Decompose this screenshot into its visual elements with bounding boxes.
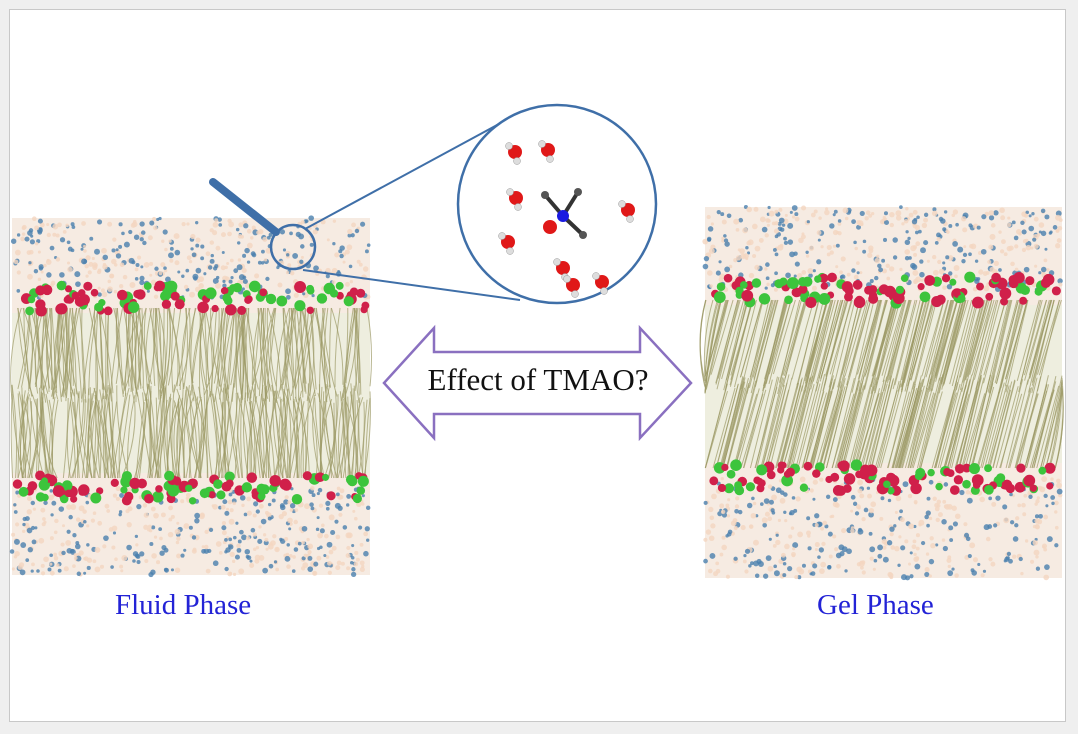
fluid-phase-membrane <box>9 215 373 578</box>
gel-phase-membrane <box>699 205 1064 581</box>
gel-phase-label: Gel Phase <box>817 589 934 621</box>
double-arrow <box>382 324 693 442</box>
magnifier-icon <box>209 117 521 301</box>
fluid-phase-label: Fluid Phase <box>115 589 252 621</box>
zoomed-tmao-inset <box>456 103 658 305</box>
arrow-label: Effect of TMAO? <box>427 362 649 397</box>
